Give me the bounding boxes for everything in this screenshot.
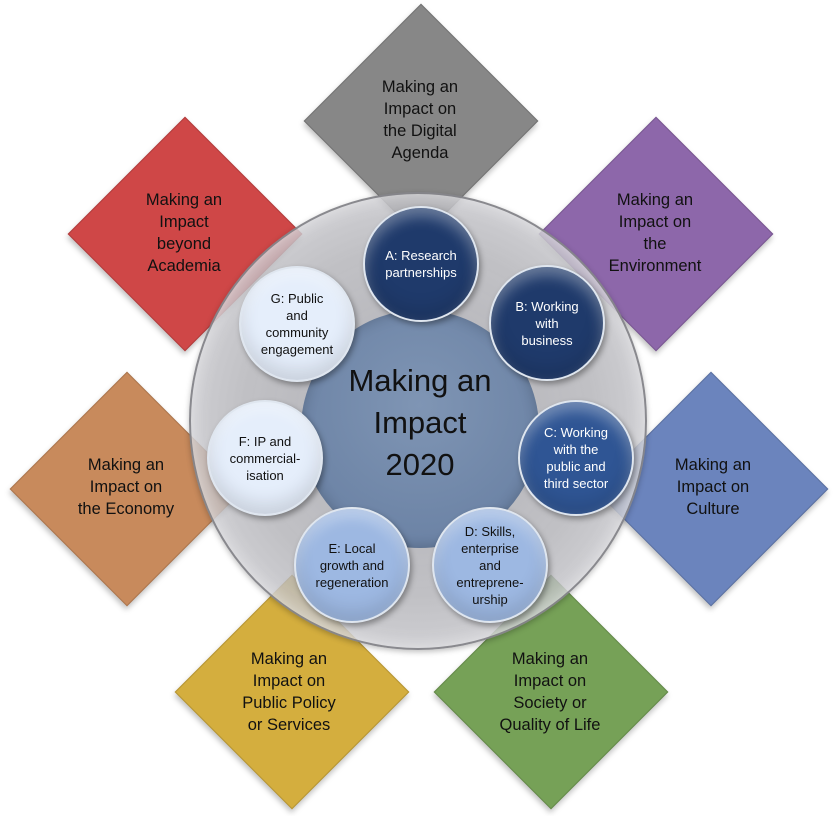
label-line: Agenda [391, 144, 449, 162]
label-line: Academia [147, 257, 221, 275]
label-culture: Making an Impact on Culture [633, 454, 793, 520]
label-line: Making an [511, 650, 589, 668]
hub-line: Making an [348, 363, 492, 398]
node-line: engagement [260, 342, 334, 357]
node-local-growth: E: Local growth and regeneration [294, 507, 410, 623]
label-line: Impact on [513, 672, 587, 690]
label-academia: Making an Impact beyond Academia [104, 189, 264, 277]
label-society: Making an Impact on Society or Quality o… [470, 648, 630, 736]
label-line: the [643, 235, 667, 253]
hub-title: Making an Impact 2020 [301, 360, 539, 486]
label-line: beyond [156, 235, 212, 253]
hub-line: Impact [373, 405, 467, 440]
label-line: the Economy [77, 500, 175, 518]
label-line: Public Policy [242, 694, 336, 712]
node-working-with-business: B: Working with business [489, 265, 605, 381]
node-label: C: Working with the public and third sec… [538, 424, 614, 492]
label-line: Making an [145, 191, 223, 209]
node-line: B: Working [515, 298, 579, 314]
node-label: E: Local growth and regeneration [310, 540, 395, 591]
label-environment: Making an Impact on the Environment [575, 189, 735, 277]
node-research-partnerships: A: Research partnerships [363, 206, 479, 322]
label-line: Making an [674, 456, 752, 474]
node-line: with [535, 315, 559, 331]
node-skills-enterprise: D: Skills, enterprise and entreprene- ur… [432, 507, 548, 623]
label-line: Making an [381, 78, 459, 96]
node-line: partnerships [385, 265, 457, 280]
node-label: B: Working with business [509, 298, 584, 349]
label-economy: Making an Impact on the Economy [46, 454, 206, 520]
label-line: Making an [250, 650, 328, 668]
label-line: Society or [513, 694, 587, 712]
node-line: with the [553, 442, 599, 457]
node-line: regeneration [315, 574, 389, 590]
node-public-third-sector: C: Working with the public and third sec… [518, 400, 634, 516]
node-line: A: Research [385, 248, 457, 263]
node-label: G: Public and community engagement [255, 290, 339, 358]
label-line: Impact [159, 213, 209, 231]
node-line: growth and [319, 557, 385, 573]
label-line: Impact on [618, 213, 692, 231]
node-ip-commercialisation: F: IP and commercial- isation [207, 400, 323, 516]
node-line: G: Public [270, 291, 324, 306]
label-line: Quality of Life [499, 716, 601, 734]
node-line: business [521, 332, 573, 348]
node-line: C: Working [543, 425, 609, 440]
label-line: Impact on [676, 478, 750, 496]
label-line: Impact on [252, 672, 326, 690]
node-label: D: Skills, enterprise and entreprene- ur… [450, 523, 529, 608]
node-label: F: IP and commercial- isation [224, 433, 307, 484]
node-line: third sector [543, 476, 609, 491]
node-line: public and [546, 459, 606, 474]
node-line: and [286, 308, 308, 323]
node-community-engagement: G: Public and community engagement [239, 266, 355, 382]
node-label: A: Research partnerships [379, 247, 463, 281]
node-line: commercial- [229, 450, 301, 466]
node-line: enterprise [461, 540, 519, 556]
node-line: community [265, 325, 329, 340]
node-line: entreprene- [456, 574, 524, 590]
label-line: Impact on [89, 478, 163, 496]
node-line: F: IP and [238, 433, 292, 449]
node-line: and [479, 557, 501, 573]
label-digital-agenda: Making an Impact on the Digital Agenda [340, 76, 500, 164]
node-line: urship [472, 591, 508, 607]
label-line: Impact on [383, 100, 457, 118]
label-line: Culture [686, 500, 740, 518]
label-line: Environment [608, 257, 702, 275]
label-line: Making an [616, 191, 694, 209]
label-line: the Digital [383, 122, 457, 140]
label-public-policy: Making an Impact on Public Policy or Ser… [209, 648, 369, 736]
node-line: D: Skills, [464, 523, 516, 539]
node-line: isation [246, 467, 284, 483]
node-line: E: Local [328, 540, 376, 556]
label-line: Making an [87, 456, 165, 474]
hub-line: 2020 [385, 447, 455, 482]
label-line: or Services [247, 716, 331, 734]
